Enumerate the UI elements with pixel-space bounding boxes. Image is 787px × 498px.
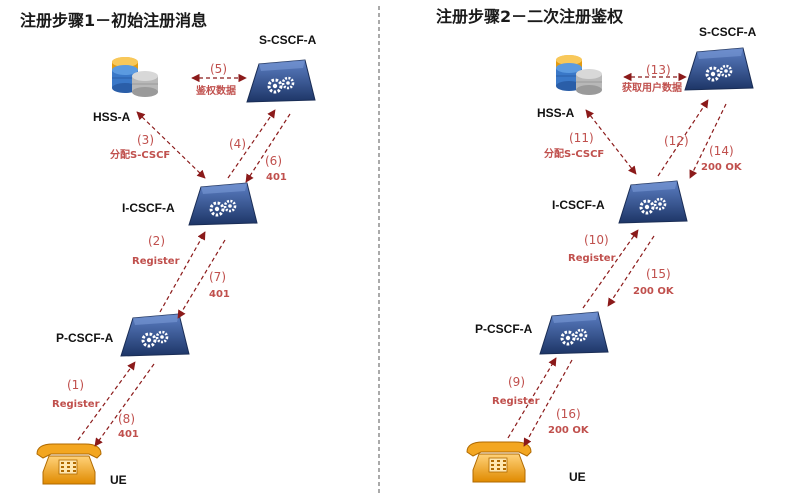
step-6-number: (6) [265,154,282,168]
left-panel-title: 注册步骤1－初始注册消息 [20,11,207,30]
arrow-step-12 [657,99,709,177]
pcscf-node-icon [540,312,608,354]
step-11-number: (11) [569,131,594,145]
right-panel: 注册步骤2－二次注册鉴权 HSS-A S-CSCF-A I-CSCF-A P-C… [436,7,757,484]
arrow-step-3 [136,111,206,179]
step-15-label: 200 OK [633,286,675,297]
arrow-step-16 [523,359,573,447]
hss-label: HSS-A [93,110,131,124]
arrow-step-1 [77,361,136,441]
step-6-label: 401 [266,172,287,183]
scscf-node-icon [685,48,753,90]
scscf-label: S-CSCF-A [699,25,757,39]
step-2-label: Register [132,256,180,267]
step-9-label: Register [492,396,540,407]
hss-label: HSS-A [537,106,575,120]
step-7-number: (7) [209,270,226,284]
step-15-number: (15) [646,267,671,281]
step-4-number: (4) [229,137,246,151]
icscf-label: I-CSCF-A [552,198,605,212]
ue-label: UE [569,470,586,484]
ue-label: UE [110,473,127,487]
step-14-number: (14) [709,144,734,158]
step-7-label: 401 [209,289,230,300]
step-9-number: (9) [508,375,525,389]
hss-database-icon [111,56,159,98]
step-8-label: 401 [118,429,139,440]
hss-database-icon [555,54,603,96]
icscf-node-icon [189,183,257,225]
step-3-number: (3) [137,133,154,147]
arrow-step-10 [582,229,639,309]
arrow-step-7 [177,239,226,319]
step-1-number: (1) [67,378,84,392]
arrow-step-2 [159,231,206,313]
step-5-number: (5) [210,62,227,76]
arrow-step-9 [507,357,557,439]
step-2-number: (2) [148,234,165,248]
pcscf-node-icon [121,314,189,356]
step-16-label: 200 OK [548,425,590,436]
pcscf-label: P-CSCF-A [475,322,533,336]
step-10-label: Register [568,253,616,264]
step-3-label: 分配S-CSCF [110,148,170,161]
step-5-label: 鉴权数据 [195,84,236,97]
right-panel-title: 注册步骤2－二次注册鉴权 [436,7,624,26]
ue-phone-icon [466,441,532,483]
step-14-label: 200 OK [701,162,743,173]
step-12-number: (12) [664,134,689,148]
scscf-node-icon [247,60,315,102]
step-13-number: (13) [646,63,671,77]
ue-phone-icon [36,443,102,485]
icscf-node-icon [619,181,687,223]
arrow-step-8 [94,363,155,447]
pcscf-label: P-CSCF-A [56,331,114,345]
step-16-number: (16) [556,407,581,421]
icscf-label: I-CSCF-A [122,201,175,215]
left-panel: 注册步骤1－初始注册消息 HSS-A S-CSCF-A I-CSCF-A P-C… [20,11,317,487]
step-10-number: (10) [584,233,609,247]
step-11-label: 分配S-CSCF [544,147,604,160]
step-8-number: (8) [118,412,135,426]
step-13-label: 获取用户数据 [621,81,682,94]
step-1-label: Register [52,399,100,410]
scscf-label: S-CSCF-A [259,33,317,47]
